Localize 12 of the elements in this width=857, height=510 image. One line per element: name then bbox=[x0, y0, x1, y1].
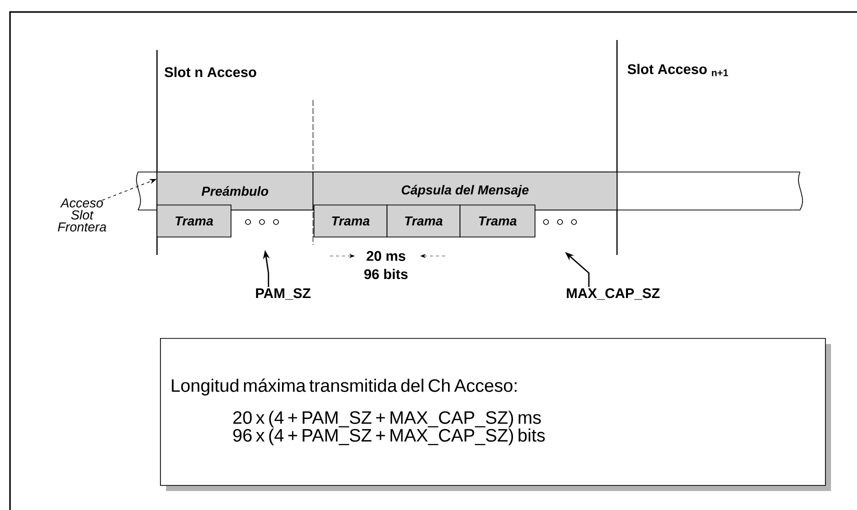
slot-label: Slot n Acceso bbox=[164, 66, 256, 78]
formula-box: Longitud máxima transmitida del Ch Acceso: 20 x (4 + PAM_SZ + MAX_CAP_SZ) ms 96 x (4 + PAM_SZ + MAX_CAP_SZ) bits bbox=[160, 338, 826, 486]
frame-box: Trama bbox=[386, 204, 460, 238]
annotation-text: PAM_SZ bbox=[256, 288, 310, 300]
annotation-text: Acceso Slot Frontera bbox=[58, 198, 106, 232]
frame-box: Trama bbox=[314, 204, 388, 238]
slot-label: Slot Acceso $_{n+1}$ bbox=[628, 64, 728, 76]
duration-label: 20 ms bbox=[366, 251, 406, 261]
frame-box: Trama bbox=[156, 204, 232, 238]
annotation-text: MAX_CAP_SZ bbox=[566, 288, 660, 300]
frame-box: Trama bbox=[460, 204, 536, 238]
duration-label: 96 bits bbox=[364, 268, 408, 280]
